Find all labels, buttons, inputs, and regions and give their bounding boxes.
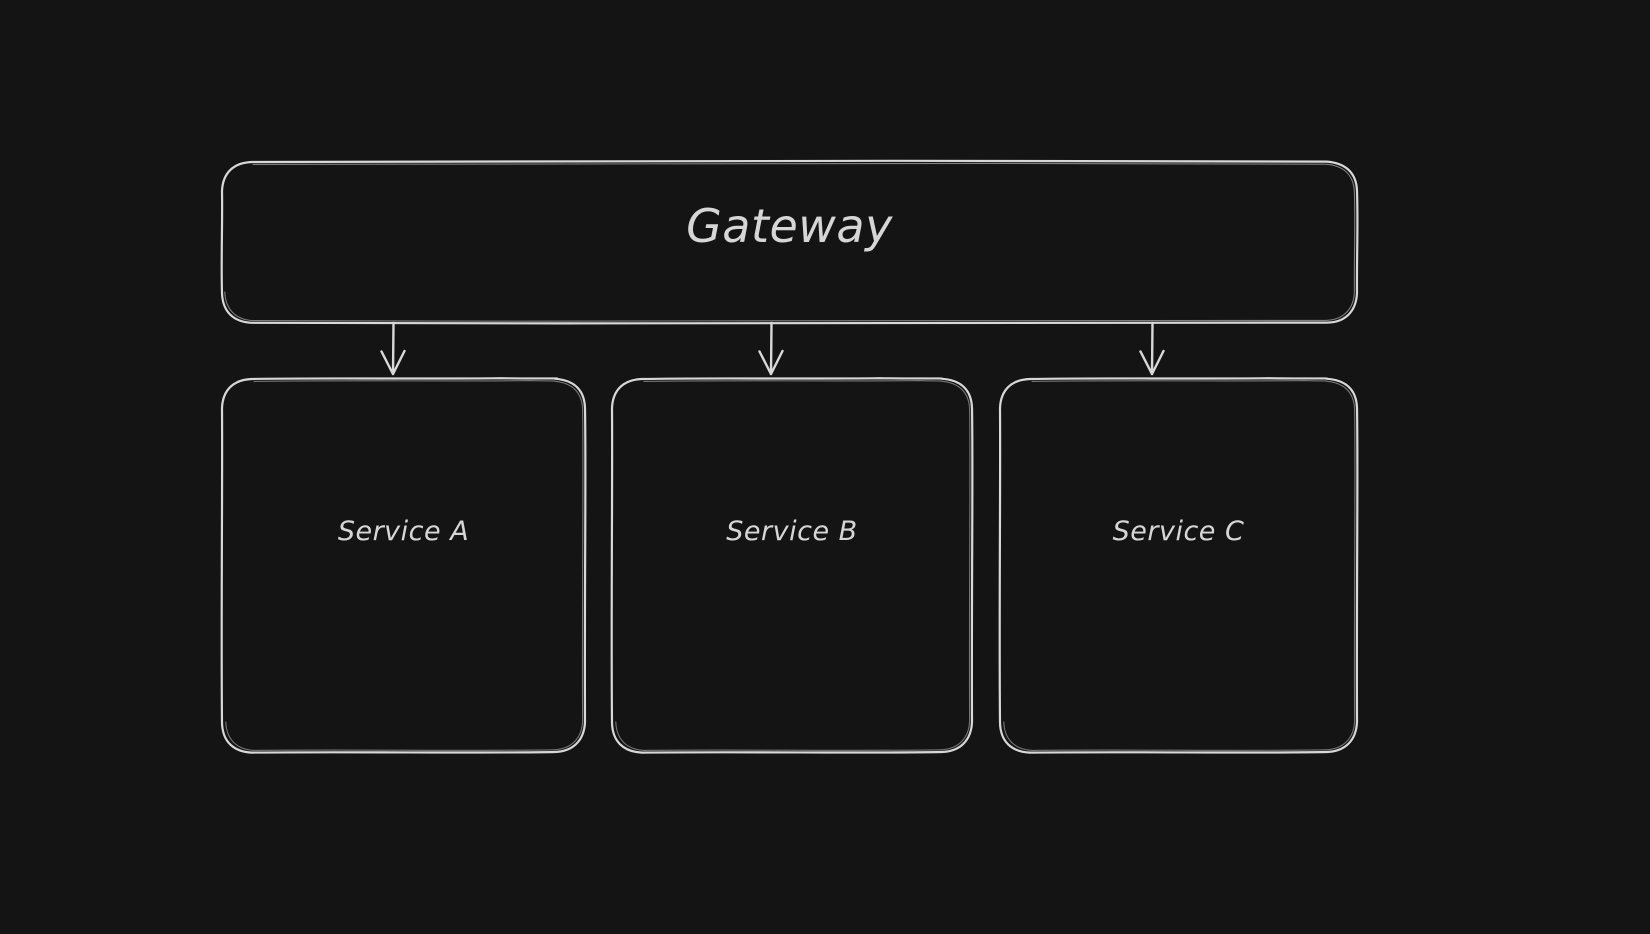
gateway-box-outline-secondary: [224, 162, 1356, 322]
arrow-shaft: [391, 321, 395, 376]
arrowhead-icon: [758, 349, 784, 376]
service-a-box-outline: [220, 377, 587, 754]
service-c-box-outline-secondary: [1003, 380, 1356, 751]
service-c-node[interactable]: [998, 377, 1359, 754]
service-b-box-outline-secondary: [615, 380, 971, 751]
service-a-node[interactable]: [220, 377, 587, 754]
service-c-box-outline: [998, 377, 1359, 754]
arrowhead-icon: [1139, 349, 1165, 376]
arrow-shaft: [769, 321, 773, 376]
gateway-label: Gateway: [686, 199, 893, 253]
arrow-shaft: [1150, 321, 1154, 376]
service-b-node[interactable]: [610, 377, 974, 754]
gateway-node[interactable]: [220, 159, 1359, 325]
arrowhead-icon: [380, 349, 406, 376]
arrow-gateway-to-service-c[interactable]: [1139, 321, 1165, 376]
service-a-label: Service A: [337, 516, 470, 547]
arrow-gateway-to-service-b[interactable]: [758, 321, 784, 376]
service-a-box-outline-secondary: [225, 380, 584, 751]
service-c-label: Service C: [1112, 516, 1245, 547]
service-b-box-outline: [610, 377, 974, 754]
arrow-gateway-to-service-a[interactable]: [380, 321, 406, 376]
gateway-box-outline: [220, 159, 1359, 325]
service-b-label: Service B: [726, 516, 858, 547]
